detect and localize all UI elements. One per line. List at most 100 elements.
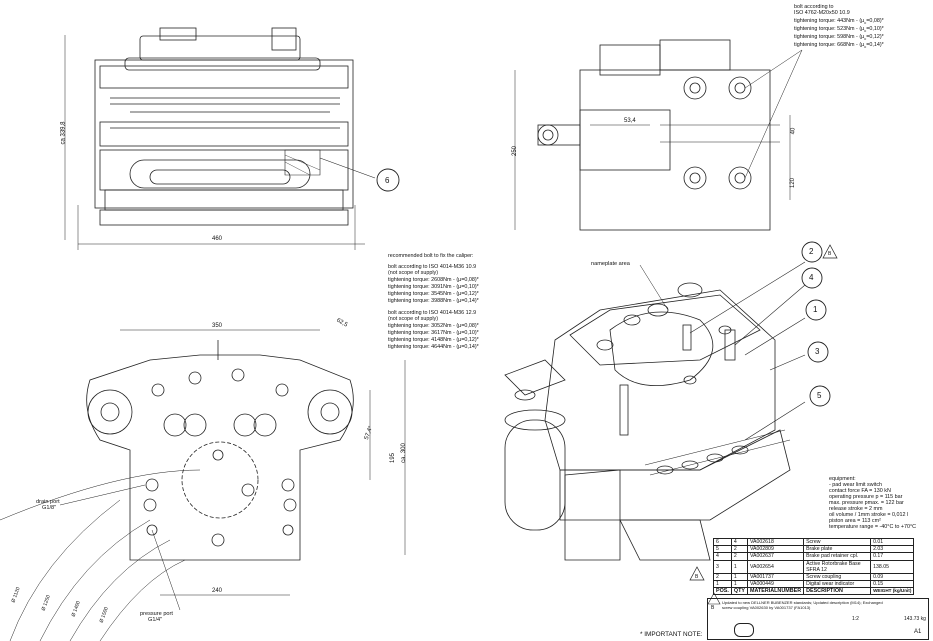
bom-header-qty: QTY <box>730 586 748 596</box>
bom-qty: 1 <box>730 579 748 588</box>
note-line: (not scope of supply) <box>388 270 439 276</box>
table-header: POS. QTY MATERIALNUMBER DESCRIPTION WEIG… <box>713 586 915 596</box>
note-mu: =0,12)* <box>866 34 884 40</box>
dim-front-width: 460 <box>212 236 223 242</box>
table-row: 3 1 VA002654 Active Rotorbrake Base SFRA… <box>713 559 915 574</box>
table-row: 1 1 VA000449 Digital wear indicator 0.15 <box>713 579 915 588</box>
equipment-line: operating pressure p = 115 bar <box>829 494 903 500</box>
balloon-6: 6 <box>385 176 390 185</box>
dim-side-40: 40 <box>790 127 797 135</box>
note-line: tightening torque: 3617Nm - (µ=0,10)* <box>388 330 479 336</box>
bom-weight: 0.01 <box>870 537 915 547</box>
bom-qty: 1 <box>730 559 748 574</box>
bom-material: VA002637 <box>746 552 805 561</box>
isometric-view <box>504 241 838 605</box>
bom-weight: 0.09 <box>870 572 915 581</box>
sheet-size: A1 <box>914 629 922 635</box>
dim-bottom-300: ca. 300 <box>400 443 407 463</box>
bom-pos: 6 <box>713 537 732 547</box>
bom-header-description: DESCRIPTION <box>803 586 872 596</box>
equipment-line: temperature range = -40°C to +70°C <box>829 524 917 530</box>
revision-mark: B <box>828 251 832 257</box>
bom-pos: 4 <box>713 552 732 561</box>
balloon-2: 2 <box>809 247 814 256</box>
important-note: * IMPORTANT NOTE: <box>640 631 703 638</box>
revision-text: Updated to new DELLNER BUBENZER standard… <box>722 600 883 610</box>
bom-pos: 1 <box>713 579 732 588</box>
drain-port-label: drain port <box>36 499 60 505</box>
note-line: bolt according to ISO 4014-M36 10.9 <box>388 264 477 270</box>
bom-qty: 4 <box>730 537 748 547</box>
equipment-line: piston area = 113 cm² <box>829 518 881 524</box>
note-mu: =0,10)* <box>866 26 884 32</box>
bom-description: Digital wear indicator <box>803 579 872 588</box>
revision-mark: B <box>695 574 699 580</box>
note-line: tightening torque: 3091Nm - (µ=0,10)* <box>388 284 479 290</box>
pressure-port-label: pressure port <box>140 611 173 617</box>
balloon-5: 5 <box>817 391 822 400</box>
note-line: bolt according to <box>794 4 834 10</box>
bom-pos: 5 <box>713 545 732 554</box>
bom-qty: 2 <box>730 545 748 554</box>
equipment-line: release stroke = 2 mm <box>829 506 883 512</box>
bom-header-material: MATERIALNUMBER <box>746 586 805 596</box>
bom-pos: 2 <box>713 572 732 581</box>
note-line: tightening torque: 3988Nm - (µ=0,14)* <box>388 298 479 304</box>
bom-pos: 3 <box>713 559 732 574</box>
equipment-line: - pad wear limit switch <box>829 482 883 488</box>
dim-bottom-350: 350 <box>212 323 223 329</box>
note-line: tightening torque: 668Nm - (µc=0,14)* <box>794 42 884 50</box>
equipment-line: oil volume / 1mm stroke = 0,012 l <box>829 512 909 518</box>
note-line: ISO 4762-M20x50 10.9 <box>794 10 850 16</box>
bom-description: Brake plate <box>803 545 872 554</box>
bom-weight: 0.17 <box>870 552 915 561</box>
bom-header-pos: POS. <box>713 586 732 596</box>
bom-header-weight: WEIGHT (kg/Unit) <box>870 586 915 596</box>
table-row: 2 1 VA001737 Screw coupling 0.09 <box>713 572 915 581</box>
equipment-line: max. pressure pmax. = 122 bar <box>829 500 904 506</box>
drain-port-thread: G1/8" <box>42 505 57 511</box>
dim-bottom-240: 240 <box>212 588 223 594</box>
projection-symbol <box>734 623 754 637</box>
bom-description: Screw <box>803 537 872 547</box>
bom-description: Brake pad retainer cpl. <box>803 552 872 561</box>
note-text: tightening torque: 523Nm - (µ <box>794 26 865 32</box>
note-line: tightening torque: 3052Nm - (µ=0,08)* <box>388 323 479 329</box>
balloon-3: 3 <box>815 347 820 356</box>
sheet-revision: B <box>711 605 715 611</box>
weight-value: 143.73 kg <box>904 616 926 622</box>
table-row: 5 2 VA002809 Brake plate 2.03 <box>713 545 915 554</box>
bom-material: VA000449 <box>746 579 805 588</box>
note-mu: =0,08)* <box>866 18 884 24</box>
bom-material: VA001737 <box>746 572 805 581</box>
note-text: tightening torque: 668Nm - (µ <box>794 42 865 48</box>
bom-weight: 0.15 <box>870 579 915 588</box>
note-line: tightening torque: 4644Nm - (µ=0,14)* <box>388 344 479 350</box>
balloon-4: 4 <box>809 273 814 282</box>
side-view <box>514 39 803 231</box>
note-line: tightening torque: 443Nm - (µc=0,08)* <box>794 18 884 26</box>
bom-description: Active Rotorbrake Base SFRA 12 <box>803 559 872 574</box>
note-text: tightening torque: 598Nm - (µ <box>794 34 865 40</box>
note-line: (not scope of supply) <box>388 316 439 322</box>
note-line: tightening torque: 2608Nm - (µ=0,08)* <box>388 277 479 283</box>
equipment-title: equipment: <box>829 476 856 482</box>
bom-weight: 138.05 <box>870 559 915 574</box>
dim-side-offset: 53,4 <box>624 118 636 124</box>
bom-description: Screw coupling <box>803 572 872 581</box>
note-line: tightening torque: 523Nm - (µc=0,10)* <box>794 26 884 34</box>
note-line: tightening torque: 598Nm - (µc=0,12)* <box>794 34 884 42</box>
note-line: tightening torque: 4148Nm - (µ=0,12)* <box>388 337 479 343</box>
table-row: 6 4 VA002618 Screw 0.01 <box>713 537 915 547</box>
note-mu: =0,14)* <box>866 42 884 48</box>
bottom-view <box>0 329 406 641</box>
bom-material: VA002809 <box>746 545 805 554</box>
note-title: recommended bolt to fix the caliper: <box>388 253 474 259</box>
bom-table: 6 4 VA002618 Screw 0.01 5 2 VA002809 Bra… <box>713 537 915 596</box>
bom-weight: 2.03 <box>870 545 915 554</box>
balloon-1: 1 <box>813 305 818 314</box>
nameplate-label: nameplate area <box>591 261 630 267</box>
bom-qty: 2 <box>730 552 748 561</box>
dim-front-height: ca 339,8 <box>60 121 67 145</box>
